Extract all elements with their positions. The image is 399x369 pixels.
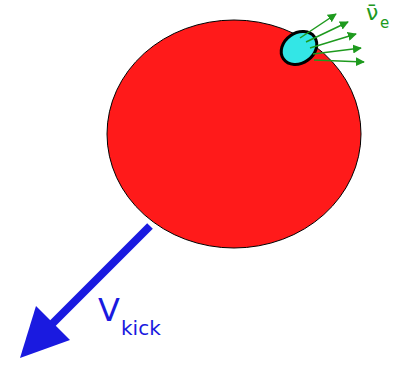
neutrino-arrow	[310, 34, 356, 48]
hot-spot	[275, 25, 323, 71]
neutrino-arrow	[314, 60, 364, 62]
neutrino-arrows	[300, 14, 364, 62]
velocity-symbol: V	[98, 294, 120, 326]
velocity-subscript: kick	[121, 318, 161, 338]
kick-arrow	[20, 226, 150, 358]
kick-arrow-head	[20, 306, 70, 358]
neutrino-arrow	[313, 48, 361, 54]
neutrino-symbol: ν̄	[366, 2, 378, 24]
kick-arrow-shaft	[50, 226, 150, 326]
neutrino-subscript: e	[380, 16, 389, 31]
neutrino-arrow	[300, 14, 336, 38]
neutron-star	[107, 20, 361, 248]
